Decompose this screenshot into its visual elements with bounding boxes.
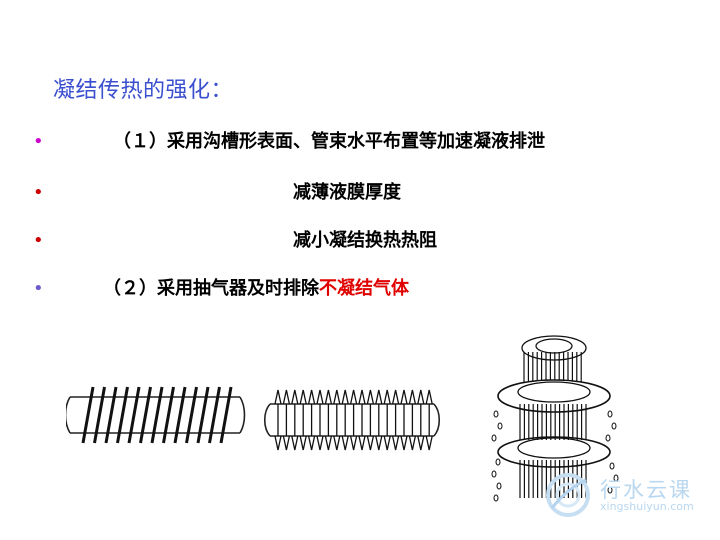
bullet-row-4: • （２）采用抽气器及时排除不凝结气体	[0, 278, 720, 308]
watermark: 行水云课 xingshuiyun.com	[542, 470, 712, 520]
bullet-dot: •	[33, 230, 44, 251]
bullet-row-3: • 减小凝结换热热阻	[0, 230, 720, 260]
bullet-text: 减小凝结换热热阻	[293, 230, 437, 251]
bullet-text: （２）采用抽气器及时排除不凝结气体	[103, 278, 409, 300]
bullet-dot: •	[33, 182, 44, 203]
slide-title: 凝结传热的强化：	[53, 78, 234, 103]
bullet-text-main: （２）采用抽气器及时排除	[103, 278, 319, 299]
bullet-dot: •	[33, 131, 44, 152]
watermark-url: xingshuiyun.com	[600, 500, 694, 513]
bullet-row-2: • 减薄液膜厚度	[0, 182, 720, 212]
bullet-text: 减薄液膜厚度	[293, 182, 401, 203]
watermark-logo-icon	[546, 473, 590, 517]
bullet-row-1: • （１）采用沟槽形表面、管束水平布置等加速凝液排泄	[0, 131, 720, 161]
bullet-dot: •	[33, 278, 44, 299]
bullet-text: （１）采用沟槽形表面、管束水平布置等加速凝液排泄	[113, 131, 545, 152]
watermark-brand: 行水云课	[600, 478, 692, 502]
bullet-text-highlight: 不凝结气体	[319, 278, 409, 299]
tube-finned-figure	[263, 389, 441, 451]
tube-wire-wound-figure	[66, 386, 246, 444]
